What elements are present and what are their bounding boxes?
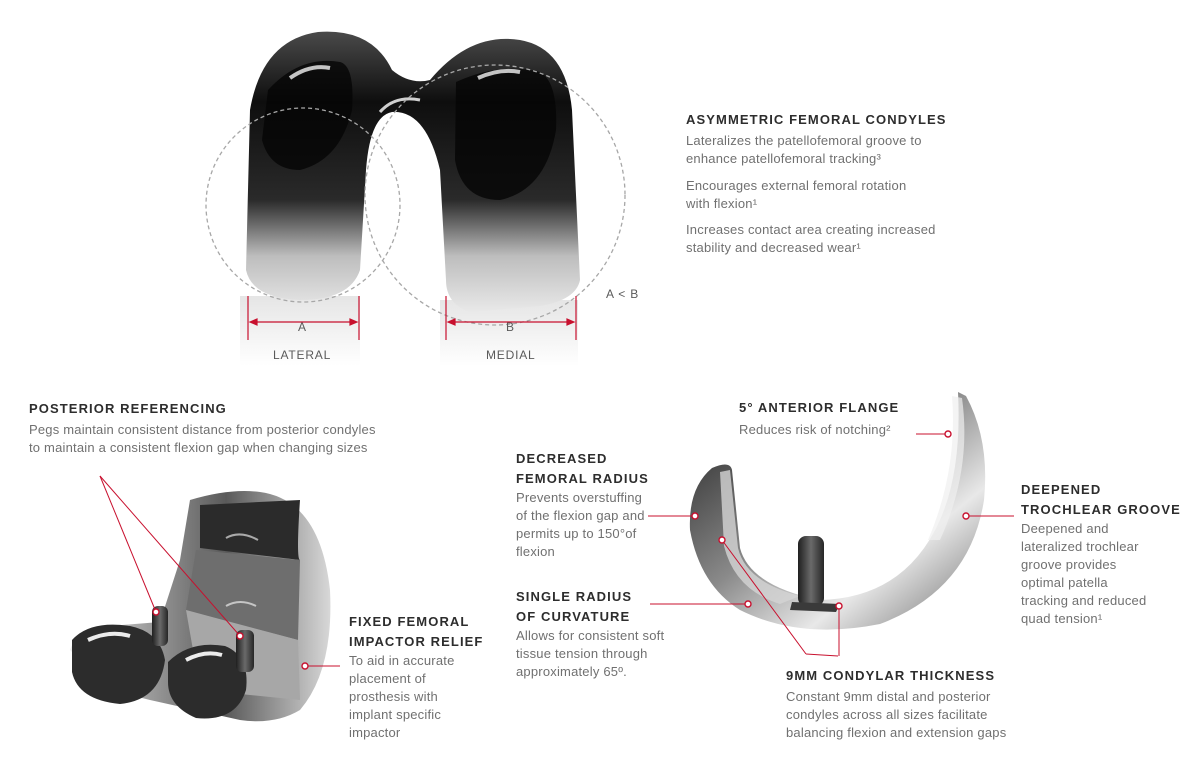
lateral-label: LATERAL [273, 348, 332, 362]
asymmetric-condyles-title: ASYMMETRIC FEMORAL CONDYLES [686, 112, 947, 127]
anterior-flange-body: Reduces risk of notching² [739, 422, 891, 437]
flange-marker [944, 430, 952, 438]
asymmetric-bullet-3: Increases contact area creating increase… [686, 222, 936, 255]
decreased-radius-body: Prevents overstuffing of the flexion gap… [516, 490, 645, 559]
medial-label: MEDIAL [486, 348, 536, 362]
comparison-label: A < B [606, 287, 640, 301]
medial-radius-circle [364, 64, 626, 326]
posterior-referencing-leaders [99, 475, 241, 637]
impactor-marker [301, 662, 309, 670]
dimension-b [445, 296, 577, 340]
posterior-referencing-title: POSTERIOR REFERENCING [29, 401, 227, 416]
anterior-flange-title: 5° ANTERIOR FLANGE [739, 400, 900, 415]
femoral-component-posterior-view [70, 491, 331, 722]
trochlear-marker [962, 512, 970, 520]
asymmetric-bullet-1: Lateralizes the patellofemoral groove to… [686, 133, 922, 166]
single-radius-body: Allows for consistent soft tissue tensio… [516, 628, 665, 679]
trochlear-groove-title: DEEPENED TROCHLEAR GROOVE [1021, 482, 1181, 517]
trochlear-groove-body: Deepened and lateralized trochlear groov… [1021, 521, 1147, 626]
femoral-component-side-view [689, 392, 986, 630]
posterior-referencing-body: Pegs maintain consistent distance from p… [29, 422, 376, 455]
peg-marker-right [236, 632, 244, 640]
femoral-component-front-view [240, 31, 580, 366]
thickness-marker-distal [835, 602, 843, 610]
single-radius-title: SINGLE RADIUS OF CURVATURE [516, 589, 633, 624]
lateral-radius-circle [205, 107, 401, 303]
dimension-a-label: A [298, 320, 307, 334]
dimension-b-label: B [506, 320, 515, 334]
asymmetric-bullet-2: Encourages external femoral rotation wit… [686, 178, 907, 211]
side-view-leaders [648, 433, 1014, 657]
condylar-thickness-title: 9MM CONDYLAR THICKNESS [786, 668, 996, 683]
decreased-radius-title: DECREASED FEMORAL RADIUS [516, 451, 649, 486]
dimension-a [247, 296, 360, 340]
curvature-marker [744, 600, 752, 608]
thickness-marker-posterior [718, 536, 726, 544]
impactor-relief-title: FIXED FEMORAL IMPACTOR RELIEF [349, 614, 484, 649]
impactor-relief-body: To aid in accurate placement of prosthes… [349, 653, 455, 740]
radius-marker [691, 512, 699, 520]
peg-marker-left [152, 608, 160, 616]
condylar-thickness-body: Constant 9mm distal and posterior condyl… [786, 689, 1007, 740]
